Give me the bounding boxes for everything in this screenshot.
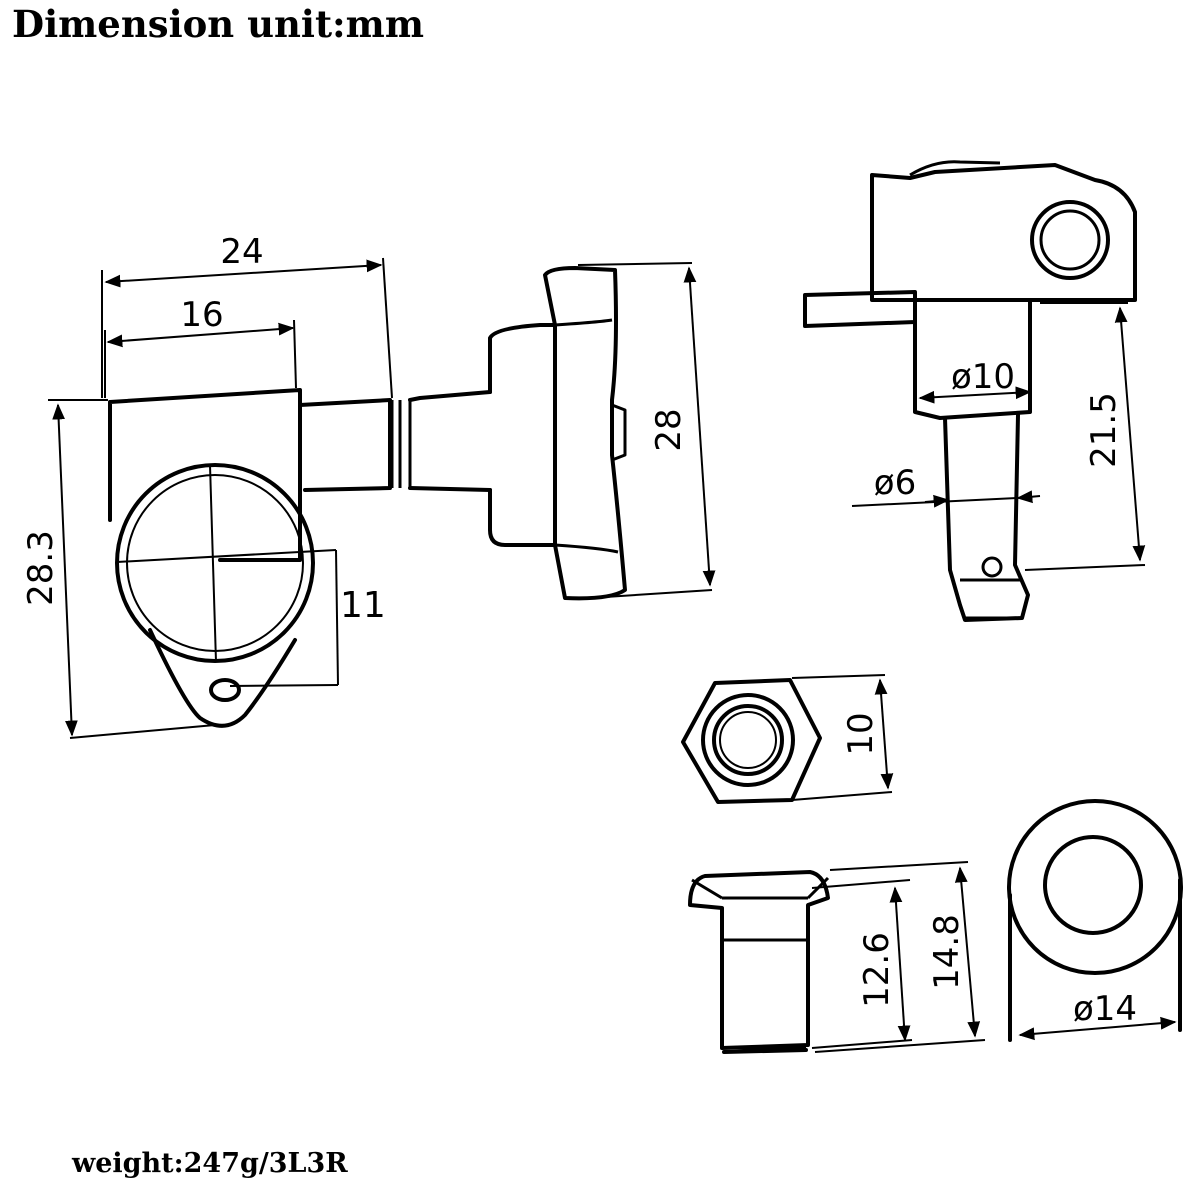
- tuner-shaft: [298, 398, 392, 492]
- post-housing-hole: [1030, 200, 1110, 280]
- tuner-side-view: [108, 266, 627, 728]
- dim-dia-6-label: ø6: [874, 463, 916, 503]
- post-view: [803, 160, 1137, 622]
- dim-10: 10: [791, 674, 894, 801]
- string-post-hole: [981, 556, 1003, 578]
- dim-28-3: 28.3: [21, 399, 216, 739]
- dim-dia-14-label: ø14: [1073, 989, 1137, 1029]
- mounting-plate: [803, 290, 917, 328]
- hex-nut-hole: [712, 704, 784, 776]
- tuner-housing: [108, 388, 302, 562]
- dim-16-label: 16: [180, 295, 223, 335]
- hex-nut: [681, 678, 822, 804]
- dim-14-8: 14.8: [814, 861, 986, 1053]
- weight-note: weight:247g/3L3R: [72, 1148, 348, 1179]
- dim-dia-6: ø6: [851, 463, 1041, 508]
- dim-14-8-label: 14.8: [927, 914, 967, 990]
- dim-dia-14: ø14: [1018, 989, 1177, 1041]
- dim-24-label: 24: [220, 232, 263, 272]
- ferrule-top-outer: [1007, 799, 1183, 975]
- post-bushing: [913, 298, 1032, 420]
- dim-24: 24: [101, 232, 393, 399]
- hex-nut-outer-ring: [701, 693, 795, 787]
- dim-21-5: 21.5: [1024, 302, 1146, 571]
- mounting-tab-hole: [209, 678, 241, 702]
- mounting-tab: [148, 628, 297, 728]
- string-post: [943, 413, 1030, 622]
- ferrule-top-view: [1007, 799, 1183, 1042]
- dim-dia-10: ø10: [918, 357, 1032, 404]
- ferrule-top-inner: [1043, 835, 1143, 935]
- dim-10-label: 10: [841, 712, 881, 755]
- dim-12-6: 12.6: [811, 879, 913, 1049]
- dim-21-5-label: 21.5: [1084, 392, 1124, 468]
- dim-16: 16: [104, 295, 297, 398]
- dim-28: 28: [577, 262, 716, 599]
- ferrule-body: [688, 870, 830, 1050]
- dim-28-3-label: 28.3: [21, 530, 61, 606]
- ferrule-side-view: [688, 870, 830, 1054]
- dim-28-label: 28: [649, 408, 689, 451]
- dim-12-6-label: 12.6: [857, 932, 897, 1008]
- button-collar: [488, 323, 557, 547]
- dim-dia-10-label: ø10: [951, 357, 1015, 397]
- dim-11: 11: [229, 549, 386, 687]
- dim-11-label: 11: [340, 585, 386, 626]
- post-housing: [870, 163, 1137, 302]
- page-title: Dimension unit:mm: [12, 2, 424, 46]
